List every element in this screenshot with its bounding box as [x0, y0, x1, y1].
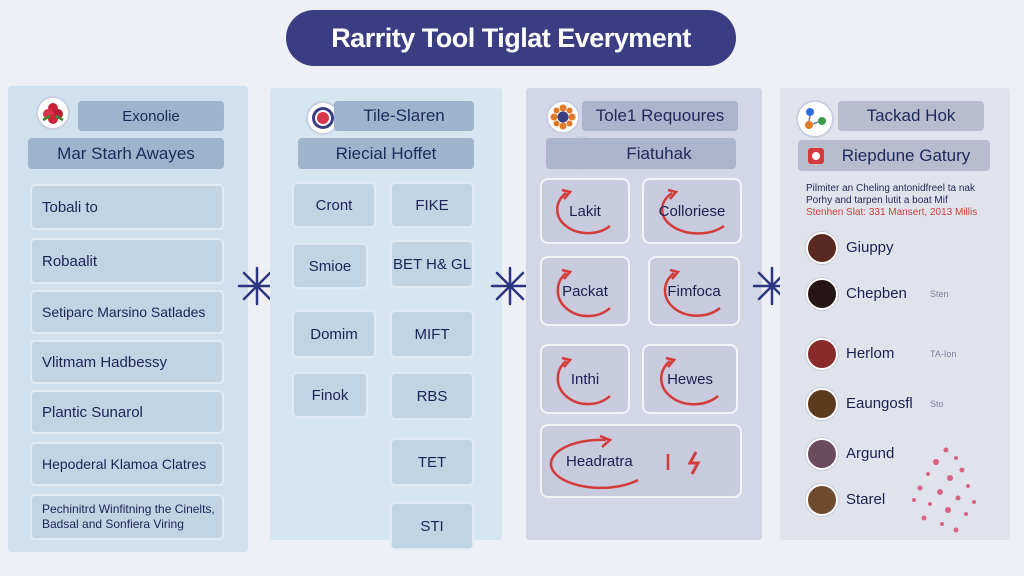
- legend-swatch: [806, 338, 838, 370]
- connector-icon: [237, 266, 277, 306]
- legend-note: TA-Ion: [930, 349, 957, 359]
- legend-label: Eaungosfl: [846, 395, 913, 412]
- grid-cell[interactable]: FIKE: [390, 182, 474, 228]
- legend-swatch: [806, 438, 838, 470]
- column-2-tag[interactable]: Tile-Slaren: [334, 101, 474, 131]
- molecule-icon: [796, 100, 834, 138]
- arrow-card[interactable]: Inthi: [540, 344, 630, 414]
- grid-cell[interactable]: Cront: [292, 182, 376, 228]
- list-item[interactable]: Setiparc Marsino Satlades: [30, 290, 224, 334]
- list-item[interactable]: Vlitmam Hadbessy: [30, 340, 224, 384]
- list-item-footer[interactable]: Pechinitrd Winfitning the Cinelts, Badsa…: [30, 494, 224, 540]
- card-label: Packat: [562, 282, 608, 300]
- arrow-card[interactable]: Hewes: [642, 344, 738, 414]
- sunflower-icon: [546, 100, 580, 134]
- arrow-card[interactable]: Colloriese: [642, 178, 742, 244]
- legend-swatch: [806, 484, 838, 516]
- list-item[interactable]: Tobali to: [30, 184, 224, 230]
- legend-label: Starel: [846, 491, 886, 508]
- card-label: Headratra: [566, 452, 633, 470]
- card-label: Colloriese: [658, 202, 726, 220]
- legend-swatch: [806, 278, 838, 310]
- card-label: Inthi: [570, 370, 600, 388]
- arrow-card-wide[interactable]: Headratra: [540, 424, 742, 498]
- arrow-card[interactable]: Lakit: [540, 178, 630, 244]
- grid-cell[interactable]: RBS: [390, 372, 474, 420]
- description-line-1: Pilmiter an Cheling antonidfreel ta nak: [806, 183, 975, 194]
- scatter-dots-decoration: [912, 447, 976, 533]
- card-label: Fimfoca: [667, 282, 721, 300]
- grid-cell[interactable]: STI: [390, 502, 474, 550]
- column-3-tag[interactable]: Tole1 Requoures: [582, 101, 738, 131]
- column-4-header[interactable]: Riepdune Gatury: [798, 140, 990, 171]
- card-label: Hewes: [667, 370, 713, 388]
- legend-label: Giuppy: [846, 239, 894, 256]
- arrow-card[interactable]: Fimfoca: [648, 256, 740, 326]
- column-4-tag[interactable]: Tackad Hok: [838, 101, 984, 131]
- connector-icon: [490, 266, 530, 306]
- legend-note: Sten: [930, 289, 949, 299]
- grid-cell[interactable]: Smioe: [292, 243, 368, 289]
- grid-cell[interactable]: Domim: [292, 310, 376, 358]
- grid-cell[interactable]: TET: [390, 438, 474, 486]
- column-2-header[interactable]: Riecial Hoffet: [298, 138, 474, 169]
- description-line-3: Stenhen Slat: 331 Mansert, 2013 Millis: [806, 207, 978, 218]
- flower-icon: [36, 96, 70, 130]
- column-1-header[interactable]: Mar Starh Awayes: [28, 138, 224, 169]
- legend-note: Sto: [930, 399, 944, 409]
- list-item[interactable]: Robaalit: [30, 238, 224, 284]
- list-item[interactable]: Hepoderal Klamoa Clatres: [30, 442, 224, 486]
- grid-cell[interactable]: Finok: [292, 372, 368, 418]
- legend-swatch: [806, 388, 838, 420]
- page-title: Rarrity Tool Tiglat Everyment: [286, 10, 736, 66]
- grid-cell[interactable]: MIFT: [390, 310, 474, 358]
- column-3-header[interactable]: Fiatuhak: [546, 138, 736, 169]
- list-item[interactable]: Plantic Sunarol: [30, 390, 224, 434]
- legend-label: Chepben: [846, 285, 907, 302]
- card-label: Lakit: [569, 202, 601, 220]
- column-1-tag[interactable]: Exonolie: [78, 101, 224, 131]
- bolt-icon: [666, 451, 701, 475]
- description-text: Pilmiter an Cheling antonidfreel ta nak …: [806, 183, 1002, 219]
- legend-label: Argund: [846, 445, 895, 462]
- legend-swatch: [806, 232, 838, 264]
- badge-icon: [808, 148, 824, 164]
- grid-cell[interactable]: BET H& GL: [390, 240, 474, 288]
- legend-label: Herlom: [846, 345, 895, 362]
- arrow-card[interactable]: Packat: [540, 256, 630, 326]
- description-line-2: Porhy and tarpen lutit a boat Mif: [806, 195, 948, 206]
